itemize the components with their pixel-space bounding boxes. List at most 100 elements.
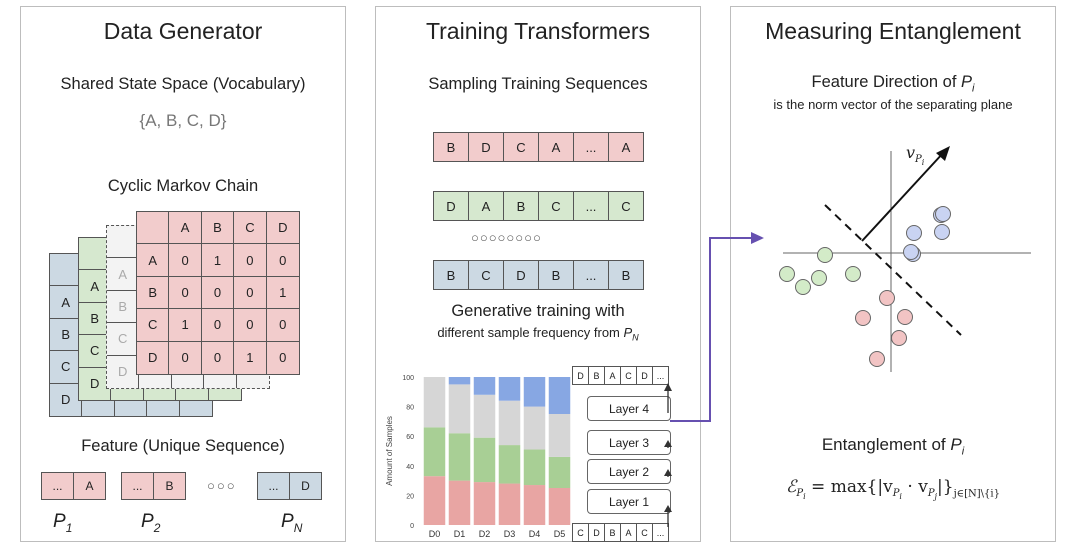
feature-sequence-2: ... B	[121, 472, 186, 500]
vector-label: vPi	[906, 143, 925, 168]
x-tick-label: D1	[454, 529, 466, 539]
bar-segment	[448, 480, 471, 525]
y-tick-label: 20	[406, 493, 414, 500]
pink-points	[855, 290, 913, 367]
sequence-token: B	[434, 261, 469, 289]
bar-segment	[423, 377, 446, 428]
entanglement-title: Entanglement of Pi	[821, 435, 965, 458]
input-token-sequence: C D B A C ...	[572, 523, 669, 542]
feature-cell: D	[301, 479, 310, 493]
matrix-cell: 0	[234, 309, 267, 342]
sequence-token: B	[539, 261, 574, 289]
sequence-token: D	[434, 192, 469, 220]
sequence-ellipsis: ○○○○○○○○	[471, 230, 542, 245]
bar-segment	[548, 414, 571, 457]
bar-segment	[498, 445, 521, 484]
x-tick-label: D5	[554, 529, 566, 539]
bar-segment	[498, 483, 521, 525]
bar-segment	[548, 456, 571, 488]
blue-points	[903, 206, 951, 262]
sequence-token: B	[621, 267, 631, 283]
sequence-token: B	[434, 133, 469, 161]
feature-cell: ...	[42, 473, 74, 499]
sequence-token: A	[469, 192, 504, 220]
separating-plane	[824, 204, 962, 336]
matrix-cell	[137, 212, 170, 245]
panel-title: Training Transformers	[425, 18, 651, 44]
matrix-cell: 0	[169, 276, 202, 310]
matrix-cell: A	[169, 212, 202, 245]
sequence-token: A	[621, 139, 631, 155]
matrix-cell: 0	[201, 276, 235, 310]
output-token: B	[589, 367, 605, 384]
bar-segment	[548, 488, 571, 525]
matrix-cell: 1	[169, 309, 202, 342]
feature-direction-plot	[779, 146, 1031, 372]
feature-direction-title: Feature Direction of Pi	[811, 73, 975, 95]
matrix-cell: 1	[234, 341, 267, 374]
sequence-token: C	[539, 192, 574, 220]
output-token: ...	[656, 370, 665, 381]
x-tick-label: D2	[479, 529, 491, 539]
transformer-layer-4: Layer 4	[587, 396, 671, 421]
input-token: ...	[656, 527, 665, 538]
matrix-cell: B	[137, 276, 170, 310]
matrix-cell: C	[137, 309, 170, 342]
bar-segment	[448, 433, 471, 481]
input-token: C	[637, 524, 653, 541]
sequence-token: ...	[574, 192, 609, 220]
bar-segment	[548, 377, 571, 414]
feature-direction-subtitle: is the norm vector of the separating pla…	[773, 97, 1013, 112]
matrix-cell: 0	[279, 350, 287, 366]
bar-segment	[473, 437, 496, 483]
feature-direction-vector	[861, 151, 945, 242]
output-token: A	[605, 367, 621, 384]
bar-segment	[448, 384, 471, 434]
matrix-cell: 0	[169, 244, 202, 277]
measuring-entanglement-panel: Measuring Entanglement Feature Direction…	[730, 6, 1056, 542]
vector-arrowhead	[936, 146, 950, 161]
output-token: C	[621, 367, 637, 384]
green-points	[779, 247, 861, 295]
bar-segment	[423, 427, 446, 477]
y-tick-label: 80	[406, 405, 414, 412]
feature-cell: ...	[122, 473, 154, 499]
training-sequence-1: B D C A ... A	[433, 132, 644, 162]
training-transformers-panel: Training Transformers Sampling Training …	[375, 6, 701, 542]
markov-chain-title: Cyclic Markov Chain	[107, 177, 259, 195]
matrix-cell: A	[137, 244, 170, 277]
y-axis-label: Amount of Samples	[385, 416, 394, 486]
vocab-title: Shared State Space (Vocabulary)	[60, 75, 306, 93]
matrix-cell: C	[234, 212, 267, 245]
feature-cell: ...	[258, 473, 290, 499]
sequence-token: ...	[574, 261, 609, 289]
data-generator-panel: Data Generator Shared State Space (Vocab…	[20, 6, 346, 542]
matrix-cell: B	[201, 212, 235, 245]
sequence-token: C	[469, 261, 504, 289]
matrix-cell: D	[137, 341, 170, 374]
output-token-sequence: D B A C D ...	[572, 366, 669, 385]
bar-segment	[473, 482, 496, 525]
x-tick-label: D0	[429, 529, 441, 539]
feature-sequence-1: ... A	[41, 472, 106, 500]
feature-title: Feature (Unique Sequence)	[81, 437, 285, 455]
sequence-token: C	[504, 133, 539, 161]
bar-segment	[498, 400, 521, 446]
matrix-cell: D	[266, 212, 299, 245]
bar-segment	[423, 476, 446, 525]
output-token: D	[573, 367, 589, 384]
matrix-cell: 0	[202, 341, 235, 374]
matrix-cell: 0	[169, 341, 202, 374]
sequence-token: A	[539, 133, 574, 161]
input-token: D	[589, 524, 605, 541]
training-sequence-3: B C D B ... B	[433, 260, 644, 290]
feature-cell: A	[85, 479, 94, 493]
matrix-cell: 0	[234, 244, 267, 277]
feature-label-pn: PN	[281, 511, 303, 535]
bar-segment	[523, 485, 546, 525]
bar-segment	[448, 377, 471, 385]
sequence-token: B	[504, 192, 539, 220]
sequence-token: D	[469, 133, 504, 161]
